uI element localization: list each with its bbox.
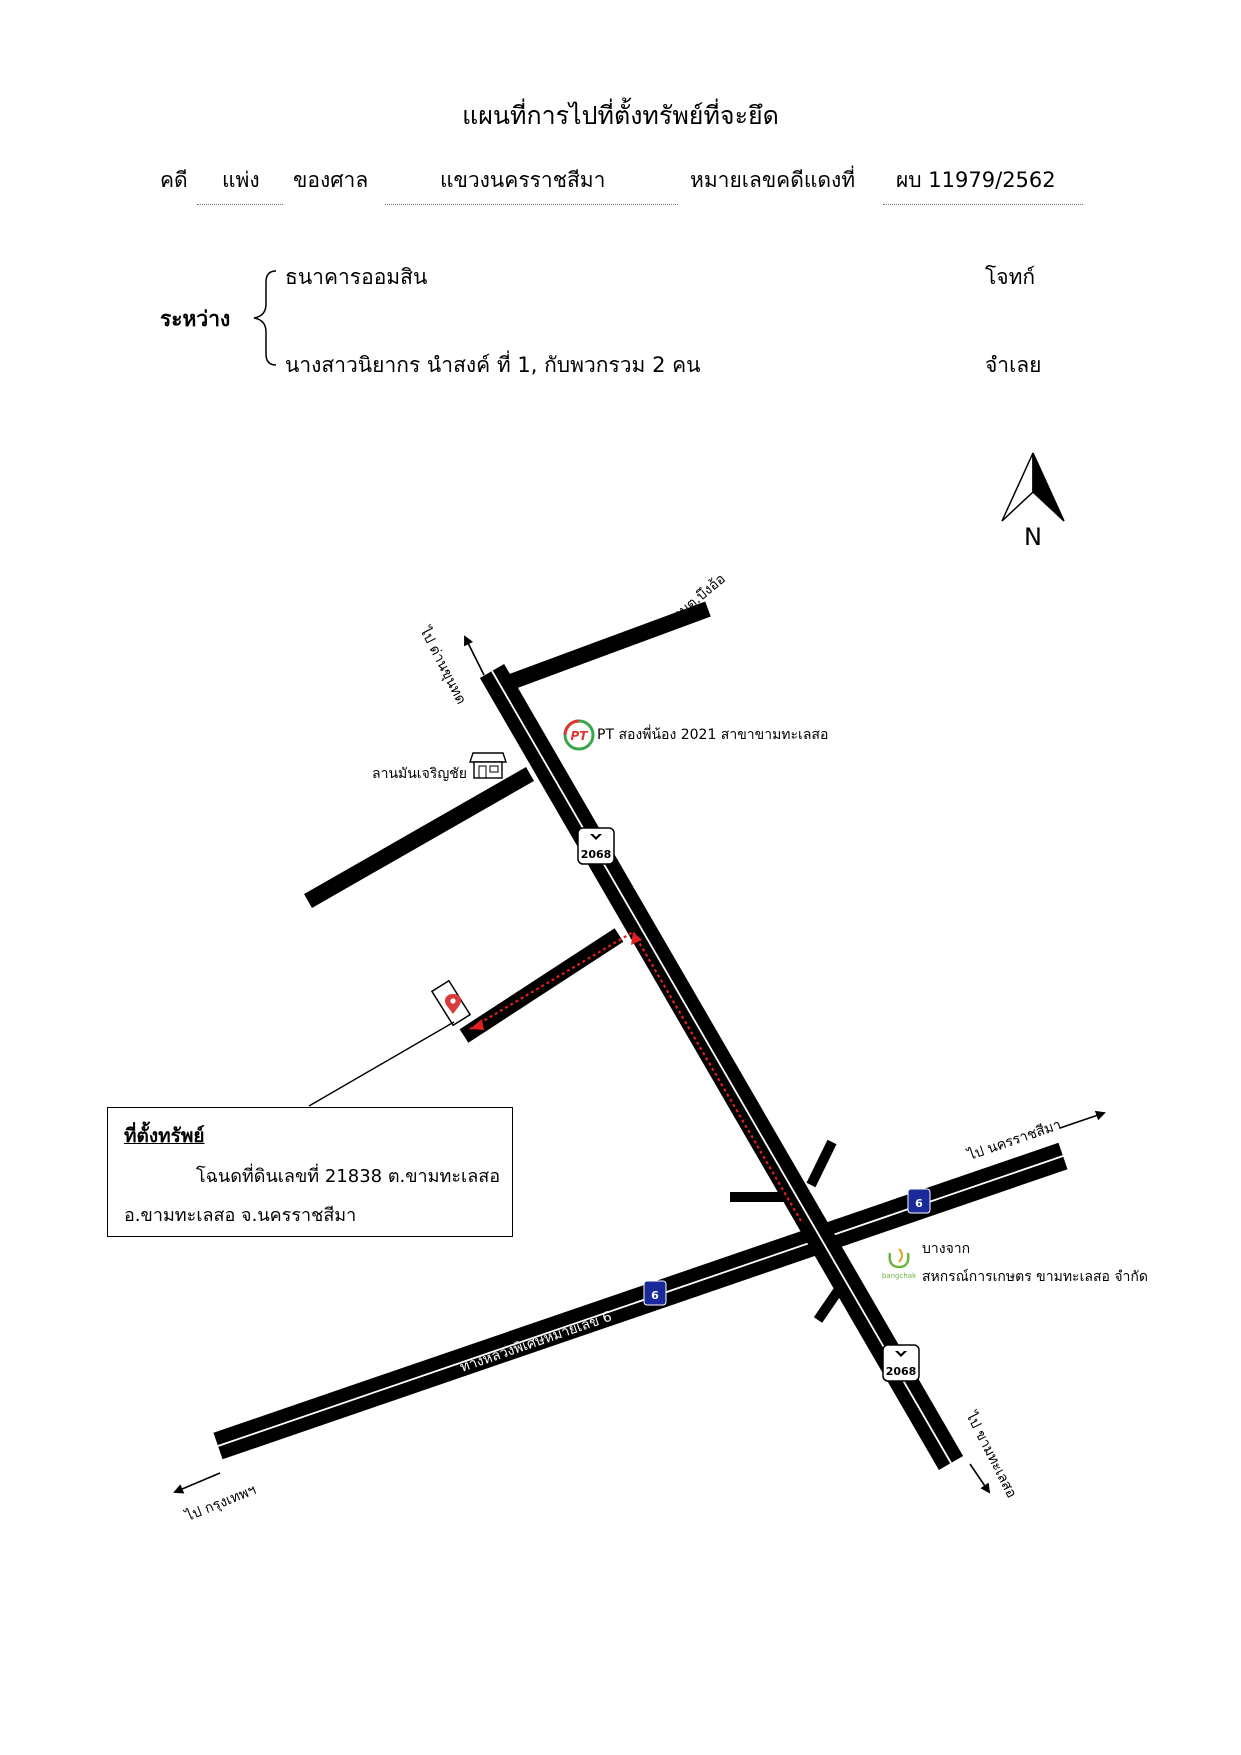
plaintiff-name: ธนาคารออมสิน [285,265,428,289]
road-to-bueng-o [486,601,711,698]
property-deed-line: โฉนดที่ดินเลขที่ 21838 ต.ขามทะเลสอ [196,1166,501,1187]
route-2068-centerline [491,670,952,1464]
case-label: คดี [160,168,188,192]
cassava-yard-label: ลานมันเจริญชัย [372,766,467,782]
shop-icon [469,752,507,779]
highway-6-shield-east: 6 [907,1188,931,1214]
label-to-bangkok: ไป กรุงเทพฯ [182,1481,258,1525]
label-to-bueng-o: ไป อบต.บึงอ้อ [653,570,729,638]
defendant-name: นางสาวนิยากร นำสงค์ ที่ 1, กับพวกรวม 2 ค… [285,353,701,377]
red-number: ผบ 11979/2562 [896,168,1056,192]
road-cassava-yard [304,767,534,908]
route-2068-shield-north: 2068 [577,827,615,865]
arrow-to-dan-khun-thot-icon [464,635,485,676]
location-pin-icon [445,994,461,1014]
page-title: แผนที่การไปที่ตั้งทรัพย์ที่จะยึด [462,101,779,130]
court-name-underline [385,204,678,205]
bangchak-label-line1: บางจาก [922,1241,970,1257]
shield-emblem-icon [895,1351,907,1357]
bangchak-logo-text: bangchak [882,1272,917,1280]
pt-logo-text: PT [571,729,589,743]
route-2068-number-south: 2068 [886,1365,917,1378]
red-number-label: หมายเลขคดีแดงที่ [690,168,856,192]
route-2068-number-north: 2068 [581,848,612,861]
bangchak-logo-icon: bangchak [882,1248,917,1280]
bangchak-label-line2: สหกรณ์การเกษตร ขามทะเลสอ จำกัด [922,1268,1148,1285]
between-label: ระหว่าง [160,307,231,331]
arrow-to-nakhon-ratchasima-icon [1059,1110,1106,1129]
highway-6-shield-west: 6 [643,1280,667,1306]
pt-station-logo-icon: PT [563,719,595,751]
route-path [469,930,802,1222]
arrow-to-bangkok-icon [173,1472,221,1494]
route-arrow-west-icon [470,1019,484,1030]
property-info-box: ที่ตั้งทรัพย์ โฉนดที่ดินเลขที่ 21838 ต.ข… [107,1107,513,1237]
case-type-underline [197,204,283,205]
property-district-line: อ.ขามทะเลสอ จ.นครราชสีมา [124,1205,357,1226]
route-2068-shield-south: 2068 [882,1344,920,1382]
north-label: N [1024,523,1042,551]
pt-station-label: PT สองพี่น้อง 2021 สาขาขามทะเลสอ [597,725,828,743]
frontage-road-top [806,1139,837,1188]
court-name: แขวงนครราชสีมา [440,168,606,192]
property-marker [430,979,472,1027]
shield-emblem-icon [590,834,602,840]
highway-6-number-east: 6 [915,1197,923,1210]
court-label: ของศาล [293,168,369,192]
case-type: แพ่ง [222,168,260,192]
property-leader-line [308,1021,455,1107]
party-brace [253,270,277,366]
north-arrow-icon [1001,452,1065,522]
highway-6-number-west: 6 [651,1289,659,1302]
red-number-underline [883,204,1083,205]
plaintiff-role: โจทก์ [985,265,1036,289]
label-to-dan-khun-thot: ไป ด่านขุนทด [416,623,470,707]
label-to-kham-thale-so: ไป ขามทะเลสอ [962,1408,1020,1500]
defendant-role: จำเลย [985,353,1042,377]
route-arrow-north-icon [631,932,642,945]
property-box-title: ที่ตั้งทรัพย์ [124,1125,205,1147]
arrow-to-kham-thale-so-icon [969,1463,991,1494]
